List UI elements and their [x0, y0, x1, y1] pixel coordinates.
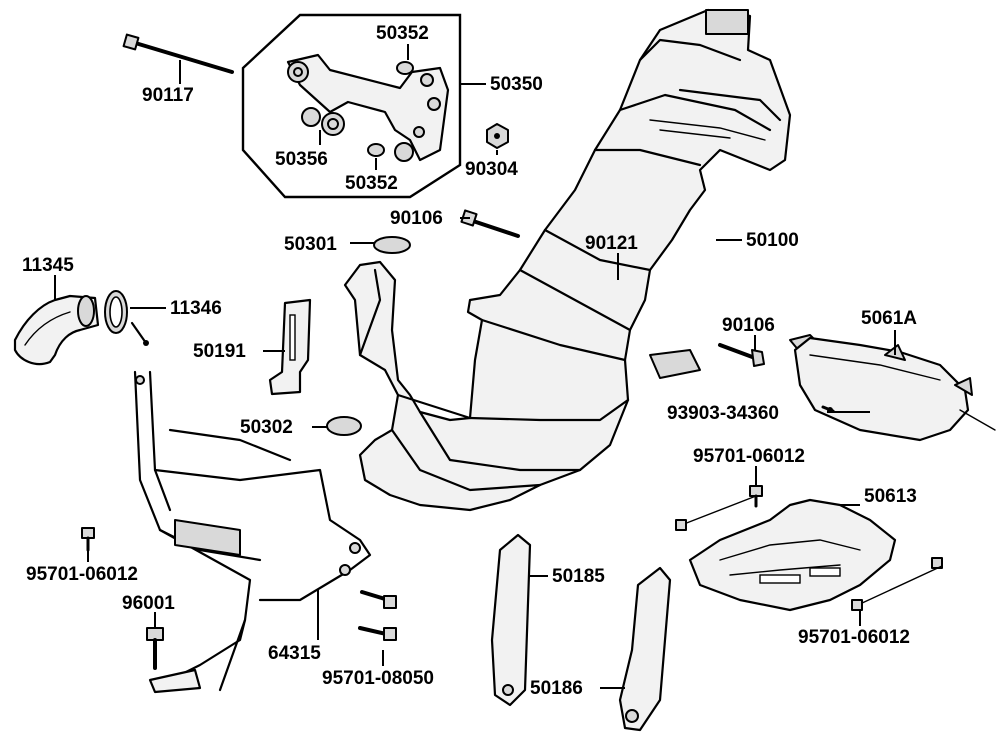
part-label-90106-right: 90106 [722, 315, 775, 336]
panel-50185-drawing [490, 533, 532, 707]
part-label-50186: 50186 [530, 678, 583, 699]
air-duct-11345-drawing [13, 294, 100, 366]
part-label-50352-bottom: 50352 [345, 173, 398, 194]
part-label-95701-06012-top: 95701-06012 [693, 446, 805, 467]
screws-95701-06012-right-drawing [675, 485, 943, 611]
part-label-50350: 50350 [490, 74, 543, 95]
bolt-90106-right-drawing [718, 343, 765, 367]
part-label-50100: 50100 [746, 230, 799, 251]
bushing-50301-drawing [373, 236, 411, 254]
part-label-11346: 11346 [170, 298, 222, 319]
part-label-90117: 90117 [142, 85, 194, 106]
leader-lines [54, 44, 896, 689]
part-label-5061A: 5061A [861, 308, 917, 329]
part-label-95701-08050: 95701-08050 [322, 668, 434, 689]
bolt-90117-drawing [122, 33, 234, 74]
part-label-96001: 96001 [122, 593, 175, 614]
part-label-95701-06012-left: 95701-06012 [26, 564, 138, 585]
part-label-11345: 11345 [22, 255, 74, 276]
part-label-90121: 90121 [585, 233, 638, 254]
plate-50191-drawing [268, 298, 312, 396]
hose-clamp-11346-drawing [104, 290, 149, 346]
part-label-64315: 64315 [268, 643, 321, 664]
swing-arm-bracket-drawing [286, 53, 450, 162]
assembly-inset-frame [241, 13, 462, 199]
floor-panel-50613-drawing [688, 498, 897, 612]
center-stand-64315-drawing [133, 370, 372, 694]
part-label-50356: 50356 [275, 149, 328, 170]
part-label-90106-top: 90106 [390, 208, 443, 229]
part-label-50185: 50185 [552, 566, 605, 587]
cover-5061A-drawing [793, 336, 996, 442]
part-label-93903-34360: 93903-34360 [667, 403, 779, 424]
main-frame-50100-drawing [343, 8, 821, 512]
bolt-96001-drawing [146, 627, 164, 670]
bushing-50302-drawing [326, 416, 362, 436]
screw-95701-06012-left-drawing [81, 527, 95, 552]
bolts-95701-08050-drawing [358, 590, 397, 641]
part-label-50613: 50613 [864, 486, 917, 507]
part-label-90304: 90304 [465, 159, 518, 180]
part-label-50191: 50191 [193, 341, 246, 362]
bolt-90106-top-drawing [460, 209, 520, 238]
part-label-50302: 50302 [240, 417, 293, 438]
part-label-50352-top: 50352 [376, 23, 429, 44]
nut-90304-drawing [486, 123, 509, 149]
part-label-95701-06012-right: 95701-06012 [798, 627, 910, 648]
part-label-50301: 50301 [284, 234, 337, 255]
panel-50186-drawing [618, 566, 672, 732]
